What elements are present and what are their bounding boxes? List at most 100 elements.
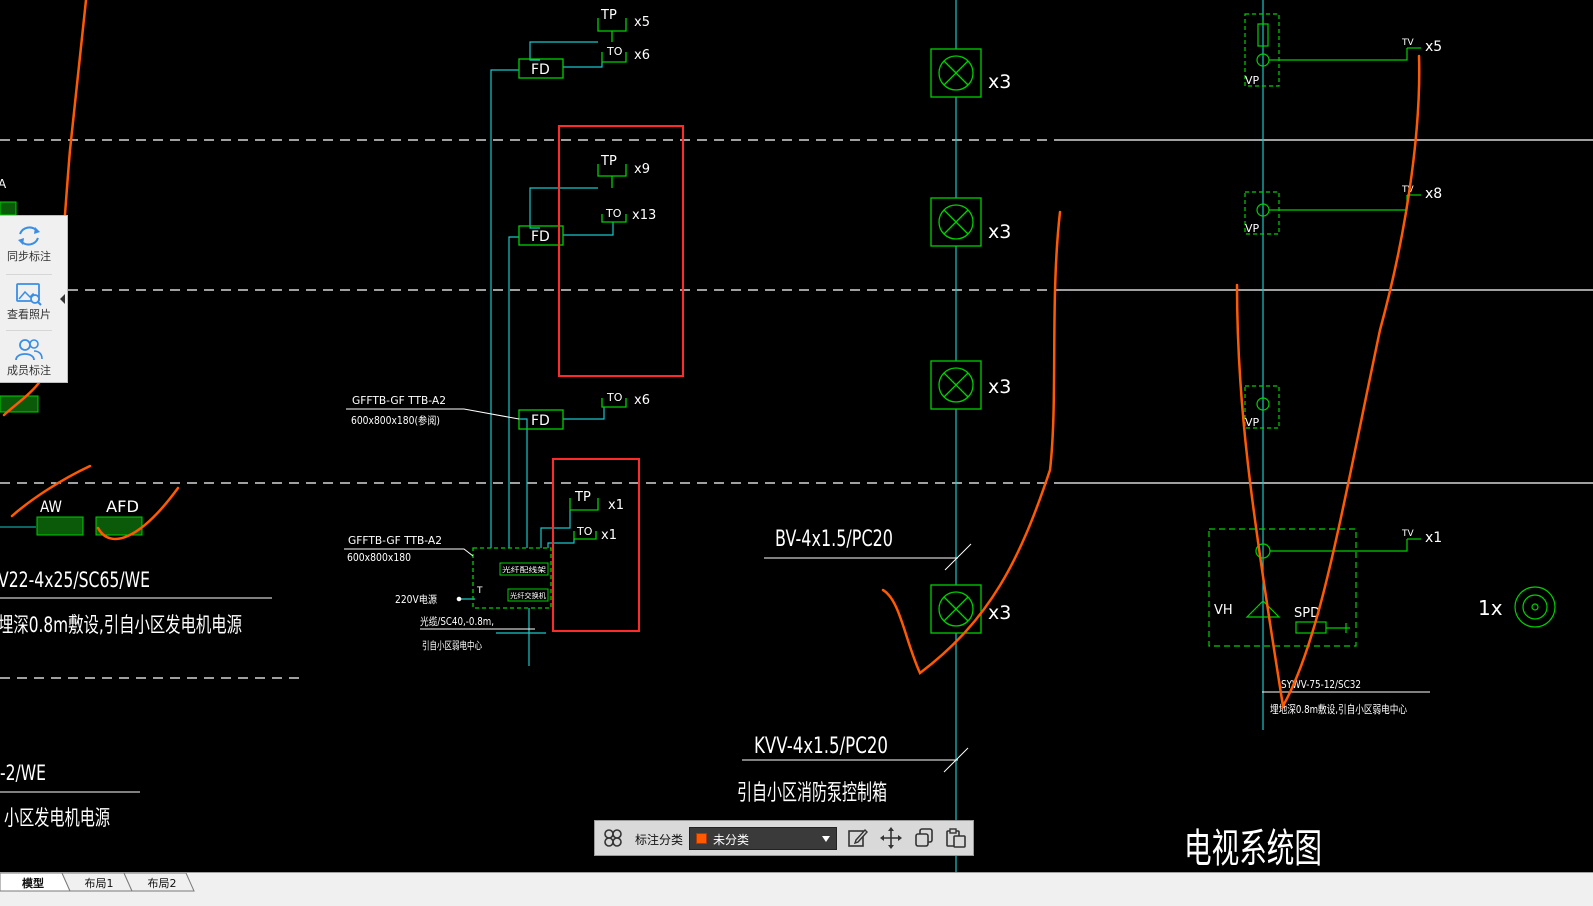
spd-label: SPD (1294, 606, 1320, 621)
side-toolbox: 同步标注 查看照片 成员标注 (0, 215, 68, 383)
box-lower-line1: GFFTB-GF TTB-A2 (348, 535, 442, 547)
tv-cable: SYWV-75-12/SC32 (1281, 678, 1361, 691)
inner-box1-text: 光纤配线架 (502, 565, 546, 574)
fire-count-4: x3 (988, 602, 1011, 624)
category-color-swatch (696, 833, 707, 844)
members-icon (15, 339, 43, 361)
lower-cabinet (472, 547, 552, 609)
tv-system: TV x5 TV x8 TV x1 VP VP VP VH SPD SYWV-7… (1184, 0, 1556, 872)
tab-model[interactable]: 模型 (22, 877, 44, 890)
corner-fragment: A (0, 177, 7, 191)
tp1-label: TP (600, 8, 617, 23)
category-value: 未分类 (713, 833, 750, 847)
riser-network: FD FD FD TP x5 TO x6 TP x9 TO x13 TO x6 … (344, 8, 684, 666)
vp2-label: VP (1245, 222, 1260, 235)
tp1-count: x5 (634, 15, 650, 30)
tv-cabinet (1208, 528, 1357, 647)
member-annotation-button[interactable]: 成员标注 (0, 332, 58, 386)
cable2-note: 小区发电机电源 (4, 806, 110, 830)
tv3-count: x1 (1425, 530, 1442, 546)
fire-count-3: x3 (988, 376, 1011, 398)
box-upper-line1: GFFTB-GF TTB-A2 (352, 395, 446, 407)
annotation-rect-upper (558, 125, 684, 377)
collapse-arrow-icon[interactable] (59, 292, 66, 306)
tv1-count: x5 (1425, 39, 1442, 55)
to4-count: x1 (601, 528, 617, 543)
to2-label: TO (605, 207, 622, 220)
tab-shapes (0, 873, 195, 892)
paste-icon[interactable] (944, 826, 968, 850)
fd-mid-label: FD (531, 229, 550, 245)
edit-icon[interactable] (846, 826, 870, 850)
chevron-down-icon (822, 836, 830, 842)
to3-count: x6 (634, 393, 650, 408)
tv3-label: TV (1401, 529, 1414, 539)
vh-label: VH (1214, 603, 1233, 618)
sync-annotation-label: 同步标注 (7, 250, 51, 263)
to1-label: TO (606, 45, 623, 58)
to4-label: TO (576, 525, 593, 538)
power-label: 220V电源 (395, 593, 437, 606)
to1-count: x6 (634, 48, 650, 63)
vp3-label: VP (1245, 416, 1260, 429)
annotation-toolbar: 标注分类 未分类 (594, 820, 974, 856)
power-terminal: T (476, 586, 483, 596)
tp4-label: TP (574, 490, 591, 505)
cable2-spec: -2/WE (0, 761, 46, 785)
tp2-count: x9 (634, 162, 650, 177)
afd-label: AFD (106, 497, 139, 516)
to3-label: TO (606, 391, 623, 404)
category-select[interactable]: 未分类 (689, 827, 837, 850)
left-section: A AW AFD V22-4x25/SC65/WE 埋深0.8m敷设,引自小区发… (0, 177, 272, 830)
photo-search-icon (16, 283, 42, 306)
sync-icon (18, 226, 40, 246)
riser-fire: x3 x3 x3 x3 BV-4x1.5/PC20 KVV-4x1.5/PC20… (737, 0, 1011, 872)
toolbox-divider (6, 330, 52, 331)
fd-top-label: FD (531, 62, 550, 78)
fd-box-low (518, 409, 564, 430)
cable-label: 光缆/SC40,-0.8m, (420, 615, 494, 628)
vp1-label: VP (1245, 74, 1260, 87)
fire-count-1: x3 (988, 71, 1011, 93)
copy-icon[interactable] (912, 826, 936, 850)
view-photo-label: 查看照片 (7, 308, 51, 321)
cable1-note: 埋深0.8m敷设,引自小区发电机电源 (0, 613, 242, 637)
toolbox-divider (6, 274, 52, 275)
tv-system-title: 电视系统图 (1184, 826, 1322, 872)
tab-layout1[interactable]: 布局1 (84, 877, 114, 890)
grid-apps-icon[interactable] (601, 826, 625, 850)
tv-cable-note: 埋地深0.8m敷设,引自小区弱电中心 (1270, 702, 1407, 716)
inner-box2-text: 光纤交换机 (510, 591, 546, 600)
freehand-markup (2, 0, 1421, 710)
tv2-label: TV (1401, 185, 1414, 195)
fire-cable-bv: BV-4x1.5/PC20 (775, 527, 893, 552)
box-upper-line2: 600x800x180(参阅) (351, 414, 440, 427)
cad-drawing-canvas[interactable]: A AW AFD V22-4x25/SC65/WE 埋深0.8m敷设,引自小区发… (0, 0, 1593, 872)
aw-label: AW (40, 497, 62, 516)
fd-box-mid (518, 225, 564, 246)
tv1-label: TV (1401, 38, 1414, 48)
tab-layout2[interactable]: 布局2 (147, 877, 177, 890)
cable1-spec: V22-4x25/SC65/WE (0, 568, 150, 592)
tv-right-count: 1x (1478, 596, 1503, 620)
tp2-label: TP (600, 154, 617, 169)
floor-lines (0, 139, 1593, 679)
annotation-rect-lower (552, 458, 640, 632)
layout-tabbar: 模型 布局1 布局2 (0, 872, 1593, 906)
sync-annotation-button[interactable]: 同步标注 (0, 218, 58, 272)
tv2-count: x8 (1425, 186, 1442, 202)
fire-cable-kvv: KVV-4x1.5/PC20 (754, 734, 888, 759)
tp4-count: x1 (608, 498, 624, 513)
aw-box (36, 516, 84, 536)
move-icon[interactable] (879, 826, 903, 850)
view-photo-button[interactable]: 查看照片 (0, 276, 58, 330)
source-label: 引自小区弱电中心 (422, 639, 482, 652)
fd-box-top (518, 58, 564, 79)
fire-source: 引自小区消防泵控制箱 (737, 781, 887, 806)
category-label: 标注分类 (635, 833, 684, 847)
fire-count-2: x3 (988, 221, 1011, 243)
fd-low-label: FD (531, 413, 550, 429)
to2-count: x13 (632, 208, 656, 223)
box-lower-line2: 600x800x180 (347, 552, 411, 564)
member-annotation-label: 成员标注 (7, 364, 51, 377)
